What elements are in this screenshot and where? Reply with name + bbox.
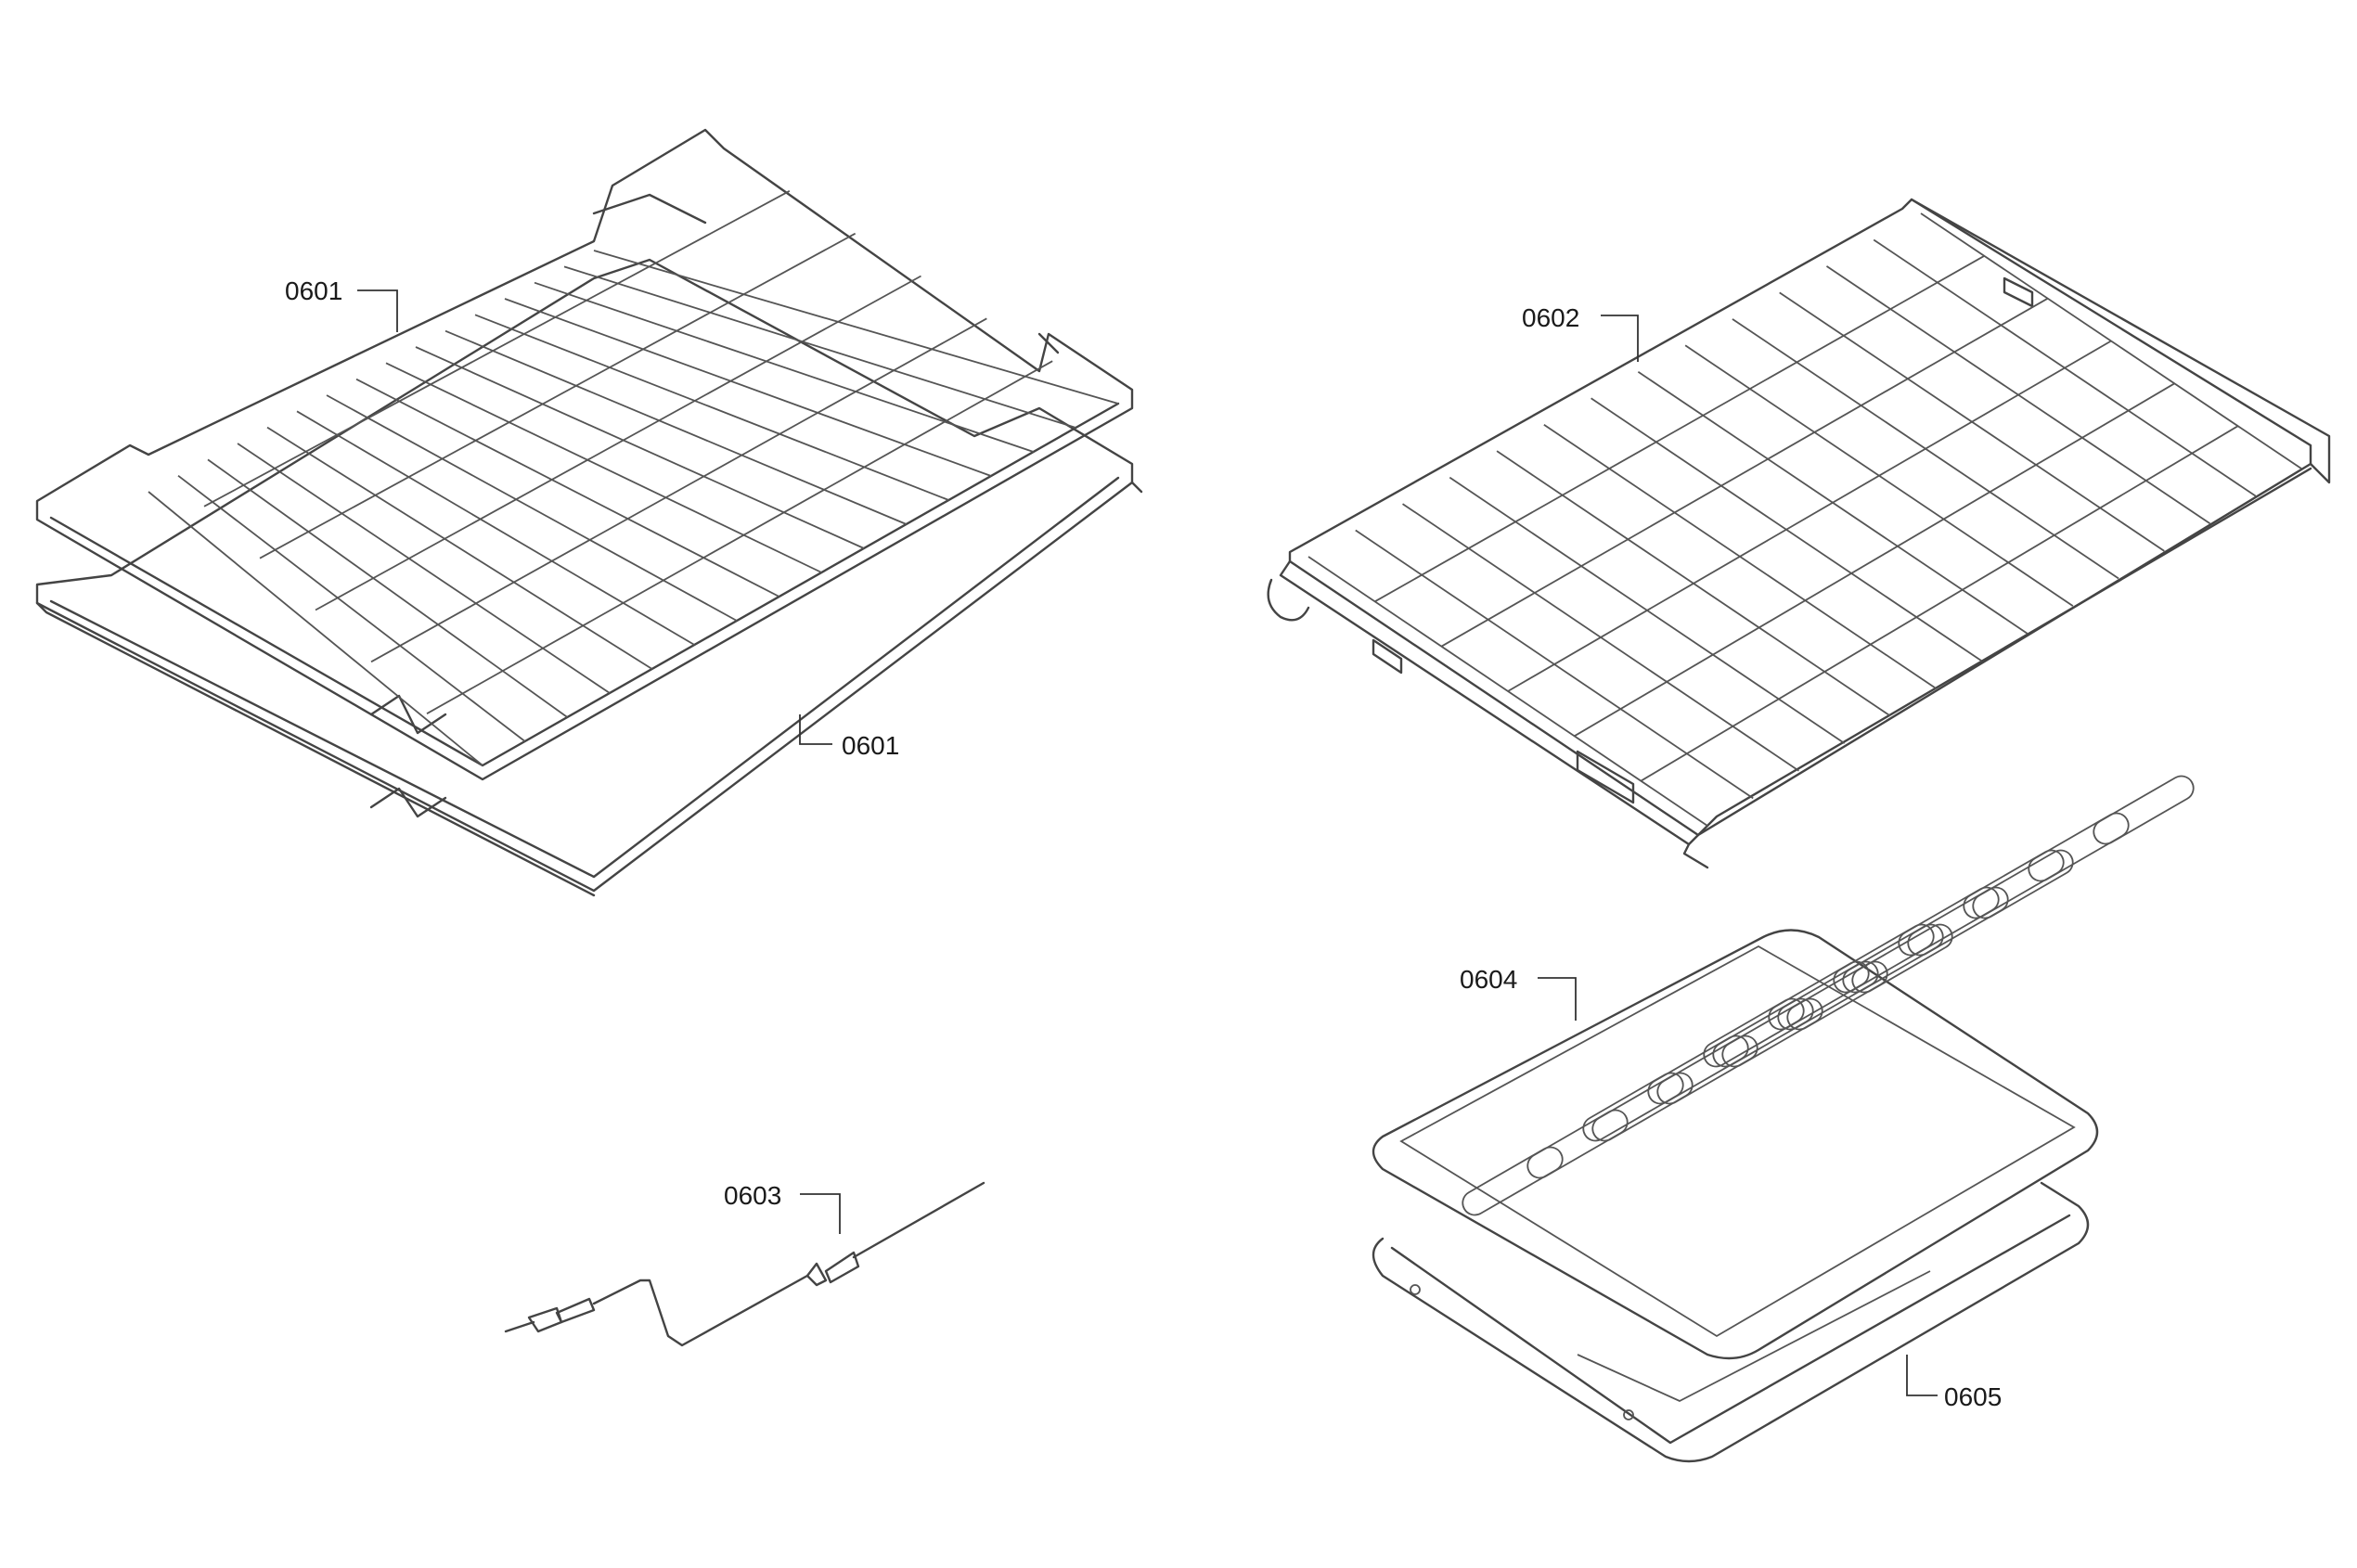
leader-0603 [800,1193,841,1234]
leader-0602 [1601,315,1639,362]
rack-wire [296,410,695,646]
sliding-rack [1267,198,2331,869]
broil-grid-slots [1462,775,2195,1216]
grid-slot [1851,923,1953,994]
sliding-rack-rail [1640,425,2239,782]
grid-slot [1721,997,1823,1068]
grid-slot [1703,997,1805,1068]
rack-rail [259,232,857,559]
rack-wire [415,346,865,549]
rack-wire [266,426,653,670]
sliding-rack-rail [1507,340,2112,692]
leader-0601-top [357,289,398,332]
rack-wire [593,250,1119,405]
rack-rail [426,360,1053,714]
broil-grid [1372,775,2195,1360]
rack-rail [203,190,791,508]
rack-wire [385,362,822,573]
broil-pan [1372,1181,2090,1463]
grid-slot [1647,1035,1749,1105]
rack-wire [474,314,949,501]
sliding-rack-wires [1307,212,2302,827]
grid-slot [1786,960,1888,1031]
broil-pan-set [1372,775,2195,1463]
grid-slot [1777,960,1879,1031]
rack-wire [504,298,992,477]
label-0602: 0602 [1522,303,1579,332]
grid-slot [1582,1072,1684,1142]
rack-wire [326,394,738,622]
wire-rack-lower [35,258,1143,897]
rack-wire [355,378,780,598]
label-0601-top: 0601 [285,276,342,305]
grid-slot [1526,1109,1629,1179]
grid-slot [2093,775,2195,845]
grid-slot [1842,923,1944,994]
sliding-rack-rail [1574,382,2175,738]
rack-rail [370,317,987,663]
grid-slot [1963,849,2065,919]
rack-rail [315,275,921,611]
grid-slot [1462,1146,1564,1216]
grid-slot [1768,960,1870,1031]
sliding-rack-rail [1374,255,1985,603]
wire-rack-upper [35,128,1134,781]
grid-slot [1712,997,1814,1068]
grid-slot [1972,849,2074,919]
leader-0605 [1906,1355,1938,1396]
rack-wire [237,443,611,694]
rack-wire [207,458,568,718]
grid-slot [1898,886,2000,957]
grid-slot [1907,886,2009,957]
grid-slot [1833,923,1935,994]
rack-wire [177,474,526,742]
label-0601-bottom: 0601 [842,731,899,760]
leader-0601-bottom [799,714,832,745]
wire-rack-pair [35,128,1143,897]
meat-probe [504,1181,985,1347]
leader-0604 [1538,977,1577,1021]
rack-wire [444,329,908,525]
rack-cross-wires [148,190,1119,766]
grid-slot [1656,1035,1758,1105]
label-0603: 0603 [724,1181,781,1210]
grid-slot [2028,812,2130,882]
rack-wire [563,265,1076,429]
grid-slot [1591,1072,1694,1142]
label-0604: 0604 [1460,965,1517,994]
sliding-rack-rail [1440,297,2049,648]
rack-wire [148,491,483,766]
rack-wire [534,281,1034,453]
label-0605: 0605 [1944,1382,2002,1411]
